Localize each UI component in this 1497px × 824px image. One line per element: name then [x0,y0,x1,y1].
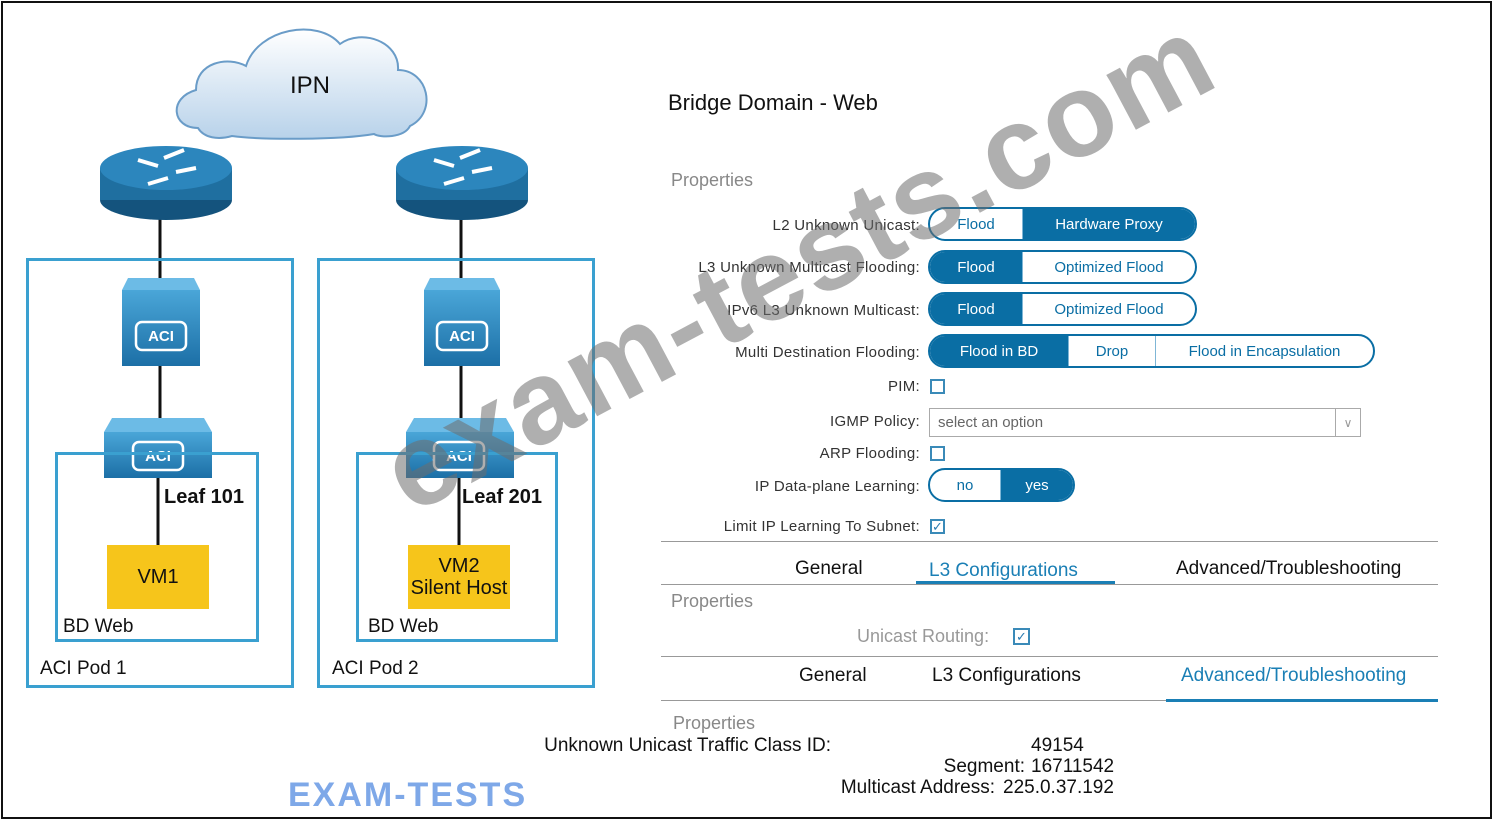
divider [661,656,1438,657]
pod1-bd-box [55,452,259,642]
ip-dataplane-learning-toggle[interactable]: no yes [928,468,1075,502]
igmp-policy-label: IGMP Policy: [829,413,920,430]
page-title: Bridge Domain - Web [668,90,878,115]
igmp-policy-placeholder: select an option [938,414,1044,431]
tab-l3-configurations-2[interactable]: L3 Configurations [932,665,1081,686]
router-icon-pod1 [100,146,232,220]
advanced-properties-heading: Properties [673,713,756,733]
pod2-bd-box [356,452,558,642]
vm1-label: VM1 [137,566,179,588]
l3-properties-heading: Properties [671,591,754,611]
arp-flooding-checkbox[interactable] [930,446,945,461]
leaf101-label: Leaf 101 [164,486,245,508]
pod1-box [26,258,294,688]
checkmark-icon: ✓ [932,519,943,534]
pod1-label: ACI Pod 1 [40,658,127,679]
class-id-label: Unknown Unicast Traffic Class ID: [544,735,831,756]
limit-ip-learning-label: Limit IP Learning To Subnet: [723,518,920,535]
vm1-box: VM1 [107,545,209,609]
multicast-address-label: Multicast Address: [840,777,995,798]
dataplane-yes-option[interactable]: yes [1001,470,1073,500]
topology-diagram: ACI ACI ACI ACI [100,28,528,545]
class-id-value: 49154 [1031,735,1084,756]
ipn-cloud-icon [175,28,428,140]
tab-general[interactable]: General [795,558,863,579]
ipv6-optimized-flood-option[interactable]: Optimized Flood [1054,300,1164,318]
pod1-bd-label: BD Web [63,616,134,637]
l3-flood-option[interactable]: Flood [930,252,1023,282]
unicast-routing-checkbox[interactable]: ✓ [1013,628,1030,645]
tab-l3-configurations[interactable]: L3 Configurations [929,560,1078,581]
pim-label: PIM: [887,378,920,395]
drop-option[interactable]: Drop [1069,336,1156,366]
ip-dataplane-learning-label: IP Data-plane Learning: [754,478,920,495]
multicast-address-value: 225.0.37.192 [1003,777,1114,798]
ipv6-unknown-multicast-toggle[interactable]: Flood Optimized Flood [928,292,1197,326]
l2-unknown-unicast-toggle[interactable]: Flood Hardware Proxy [928,207,1197,241]
segment-label: Segment: [943,756,1025,777]
limit-ip-learning-checkbox[interactable]: ✓ [930,519,945,534]
vm2-sublabel: Silent Host [410,577,508,599]
tab-advanced-troubleshooting[interactable]: Advanced/Troubleshooting [1176,558,1402,579]
ipv6-unknown-multicast-label: IPv6 L3 Unknown Multicast: [727,302,920,319]
logo: EXAM-TESTS [288,776,528,814]
divider [661,584,1438,585]
multi-dest-flooding-toggle[interactable]: Flood in BD Drop Flood in Encapsulation [928,334,1375,368]
chevron-down-icon[interactable]: ∨ [1335,409,1360,436]
active-tab-underline-2 [1166,699,1438,702]
pod2-bd-label: BD Web [368,616,439,637]
multi-dest-flooding-label: Multi Destination Flooding: [735,344,920,361]
l3-unknown-multicast-label: L3 Unknown Multicast Flooding: [698,259,920,276]
router-icon-pod2 [396,146,528,220]
l3-unknown-multicast-toggle[interactable]: Flood Optimized Flood [928,250,1197,284]
unicast-routing-label: Unicast Routing: [857,626,990,646]
pim-checkbox[interactable] [930,379,945,394]
l2-flood-option[interactable]: Flood [930,209,1023,239]
l3-optimized-flood-option[interactable]: Optimized Flood [1054,258,1164,276]
arp-flooding-label: ARP Flooding: [819,445,920,462]
ipn-label: IPN [289,72,330,99]
pod2-label: ACI Pod 2 [332,658,419,679]
flood-in-encapsulation-option[interactable]: Flood in Encapsulation [1188,342,1341,360]
svg-text:ACI: ACI [449,328,475,345]
divider [661,700,1438,701]
igmp-policy-select[interactable]: select an option ∨ [929,408,1361,437]
tab-general-2[interactable]: General [799,665,867,686]
properties-heading: Properties [671,170,754,190]
tab-advanced-troubleshooting-2[interactable]: Advanced/Troubleshooting [1181,665,1407,686]
vm2-box: VM2 Silent Host [408,545,510,609]
l2-unknown-unicast-label: L2 Unknown Unicast: [772,217,920,234]
dataplane-no-option[interactable]: no [930,470,1001,500]
vm2-label: VM2 [438,555,480,577]
ipv6-flood-option[interactable]: Flood [930,294,1023,324]
active-tab-underline [916,581,1115,584]
checkmark-icon: ✓ [1016,629,1027,644]
segment-value: 16711542 [1031,756,1115,777]
divider [661,541,1438,542]
l2-hardware-proxy-option[interactable]: Hardware Proxy [1023,209,1195,239]
pod2-box [317,258,595,688]
leaf201-label: Leaf 201 [462,486,543,508]
flood-in-bd-option[interactable]: Flood in BD [930,336,1069,366]
svg-text:ACI: ACI [148,328,174,345]
